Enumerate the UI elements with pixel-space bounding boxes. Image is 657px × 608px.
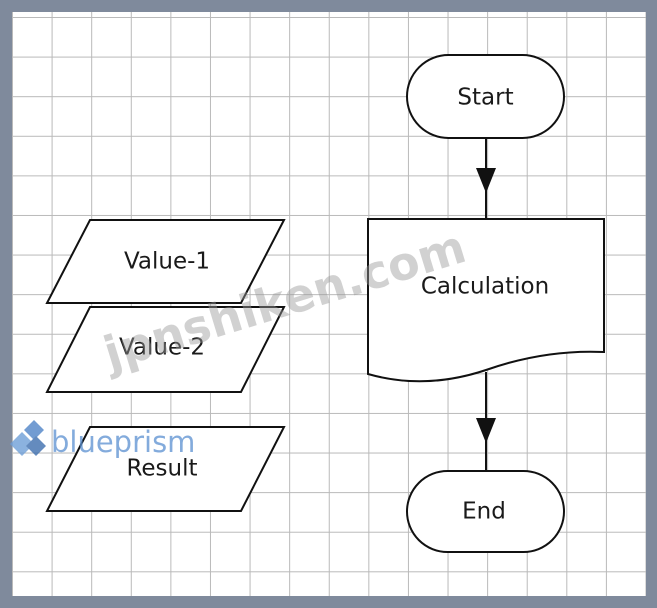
start-terminator: Start: [406, 54, 565, 139]
calculation-label: Calculation: [421, 274, 549, 300]
start-label: Start: [457, 85, 513, 111]
data-item-result: Result: [45, 426, 286, 512]
end-terminator: End: [406, 470, 565, 553]
blueprism-logo-icon: [10, 420, 46, 456]
end-label: End: [462, 499, 506, 525]
data-item-label: Value-2: [119, 335, 205, 361]
arrowhead-to-end: [476, 418, 496, 443]
data-item-value-1: Value-1: [45, 219, 286, 304]
arrowhead-to-calculation: [476, 168, 496, 193]
blueprism-watermark: blueprism: [10, 420, 195, 459]
data-item-label: Value-1: [124, 249, 210, 275]
brand-watermark-text: blueprism: [51, 425, 195, 459]
data-item-value-2: Value-2: [45, 306, 286, 393]
calculation-process: Calculation: [367, 218, 605, 383]
data-item-label: Result: [126, 456, 197, 482]
